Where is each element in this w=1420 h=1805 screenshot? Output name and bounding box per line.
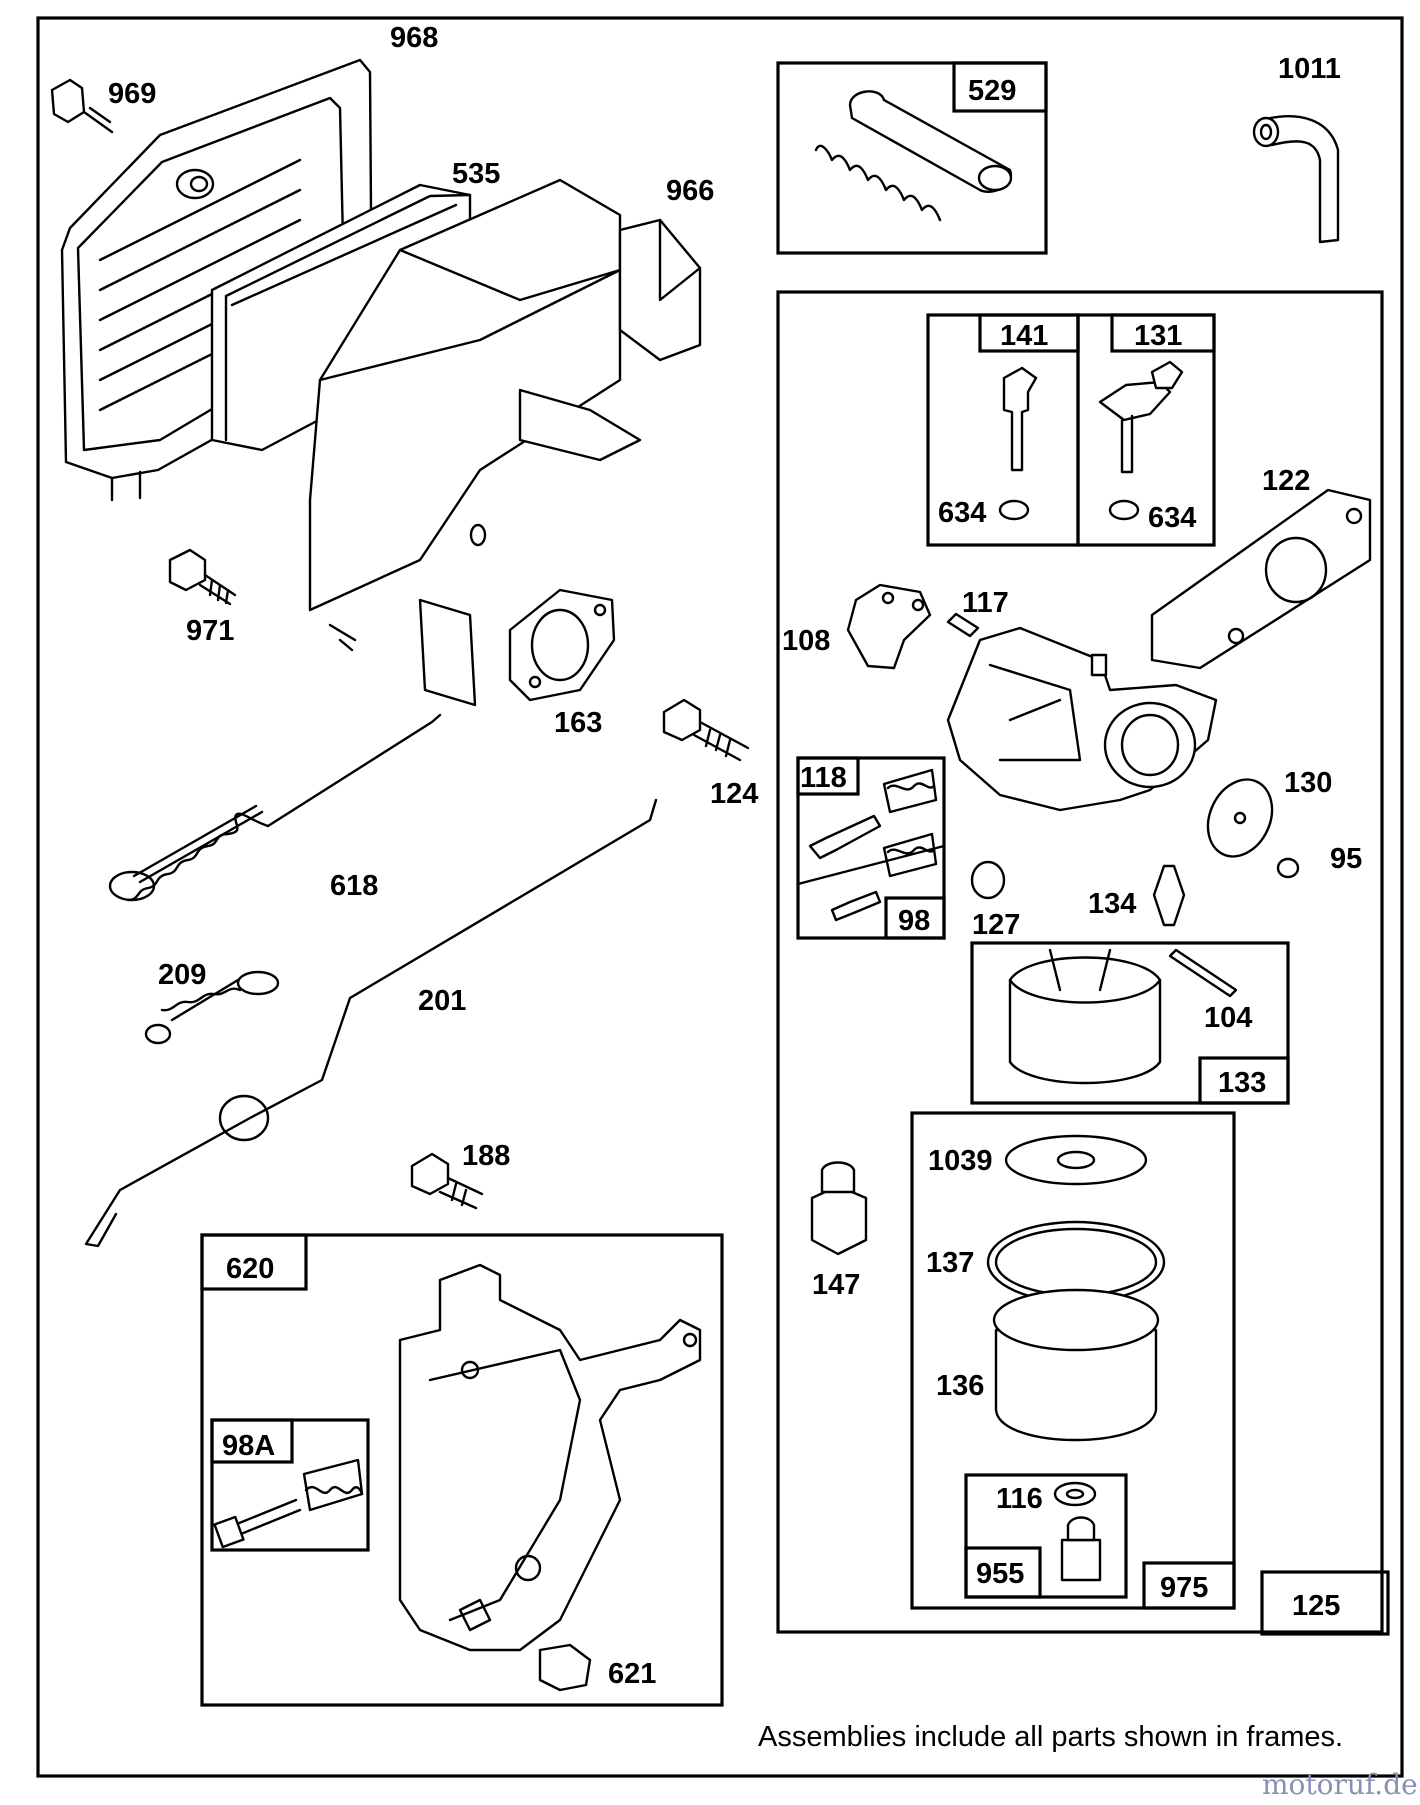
label-125: 125 xyxy=(1292,1590,1340,1622)
knob-969 xyxy=(50,78,114,134)
frame-975-tag xyxy=(1142,1561,1236,1610)
spring-209 xyxy=(144,970,280,1045)
label-1011: 1011 xyxy=(1278,53,1341,85)
frame-133-tag xyxy=(1198,1056,1290,1105)
label-141: 141 xyxy=(1000,320,1048,352)
label-968: 968 xyxy=(390,22,438,54)
bolt-955 xyxy=(1060,1516,1102,1582)
gasket-122 xyxy=(1150,488,1372,670)
gasket-1039 xyxy=(1004,1134,1148,1186)
tube-and-spring-529 xyxy=(814,90,1013,222)
idle-screw-98A xyxy=(213,1458,364,1549)
frame-955-tag xyxy=(964,1546,1042,1599)
clip-621 xyxy=(538,1643,592,1692)
label-209: 209 xyxy=(158,959,206,991)
screw-95 xyxy=(1276,857,1300,879)
label-620: 620 xyxy=(226,1253,274,1285)
frame-118-tag xyxy=(796,756,860,796)
label-188: 188 xyxy=(462,1140,510,1172)
label-966: 966 xyxy=(666,175,714,207)
label-134: 134 xyxy=(1088,888,1136,920)
label-137: 137 xyxy=(926,1247,974,1279)
frame-131-tag xyxy=(1110,313,1216,353)
bolt-188 xyxy=(410,1152,484,1210)
label-955: 955 xyxy=(976,1558,1024,1590)
frame-529 xyxy=(776,61,1048,255)
label-971: 971 xyxy=(186,615,234,647)
label-104: 104 xyxy=(1204,1002,1252,1034)
frame-133 xyxy=(970,941,1290,1105)
governor-spring-618 xyxy=(108,713,442,902)
label-131: 131 xyxy=(1134,320,1182,352)
bowl-136 xyxy=(992,1288,1160,1442)
watermark: motoruf.de xyxy=(1262,1768,1418,1800)
frame-529-tag xyxy=(952,61,1048,113)
throttle-shaft-131 xyxy=(1098,360,1184,521)
needle-134 xyxy=(1152,864,1186,927)
label-136: 136 xyxy=(936,1370,984,1402)
label-98: 98 xyxy=(898,905,930,937)
frame-118 xyxy=(796,756,946,940)
frame-98 xyxy=(884,896,946,940)
mixture-screw-118 xyxy=(796,768,946,922)
label-618: 618 xyxy=(330,870,378,902)
air-cleaner-base-966 xyxy=(308,178,702,707)
label-969: 969 xyxy=(108,78,156,110)
pin-117 xyxy=(946,612,980,638)
label-1039: 1039 xyxy=(928,1145,993,1177)
nut-147 xyxy=(810,1161,868,1256)
frame-98A-tag xyxy=(210,1418,294,1464)
outer-border xyxy=(36,16,1404,1778)
governor-link-201 xyxy=(84,798,658,1248)
label-127: 127 xyxy=(972,909,1020,941)
label-621: 621 xyxy=(608,1658,656,1690)
plate-108 xyxy=(846,583,932,670)
float-133 xyxy=(1008,948,1238,1085)
frame-125 xyxy=(776,290,1384,1634)
label-535: 535 xyxy=(452,158,500,190)
hose-1011 xyxy=(1252,115,1340,244)
label-975: 975 xyxy=(1160,1572,1208,1604)
carburetor-body xyxy=(946,626,1218,812)
label-147: 147 xyxy=(812,1269,860,1301)
footer-note: Assemblies include all parts shown in fr… xyxy=(758,1721,1343,1753)
choke-shaft-141 xyxy=(998,366,1038,521)
bolt-971 xyxy=(168,548,237,606)
label-133: 133 xyxy=(1218,1067,1266,1099)
label-118: 118 xyxy=(800,762,847,794)
label-117: 117 xyxy=(962,587,1009,619)
label-95: 95 xyxy=(1330,843,1362,875)
label-201: 201 xyxy=(418,985,466,1017)
label-124: 124 xyxy=(710,778,758,810)
label-634b: 634 xyxy=(1148,502,1196,534)
labels: 968 969 535 966 971 163 124 618 209 201 … xyxy=(108,22,1362,1690)
washer-116 xyxy=(1053,1481,1097,1507)
label-634a: 634 xyxy=(938,497,986,529)
control-bracket-620 xyxy=(398,1263,702,1652)
label-116: 116 xyxy=(996,1483,1043,1515)
frame-620 xyxy=(200,1233,724,1707)
gasket-163 xyxy=(508,588,616,702)
frame-620-tag xyxy=(200,1233,308,1291)
welch-plug-127 xyxy=(970,860,1006,900)
frame-125-tag xyxy=(1260,1570,1390,1636)
frame-975 xyxy=(910,1111,1236,1610)
label-108: 108 xyxy=(782,625,830,657)
frame-955 xyxy=(964,1473,1128,1599)
label-122: 122 xyxy=(1262,465,1310,497)
plug-130 xyxy=(1206,778,1274,858)
label-98A: 98A xyxy=(222,1430,275,1462)
label-130: 130 xyxy=(1284,767,1332,799)
label-163: 163 xyxy=(554,707,602,739)
label-529: 529 xyxy=(968,75,1016,107)
bolt-124 xyxy=(662,698,750,762)
